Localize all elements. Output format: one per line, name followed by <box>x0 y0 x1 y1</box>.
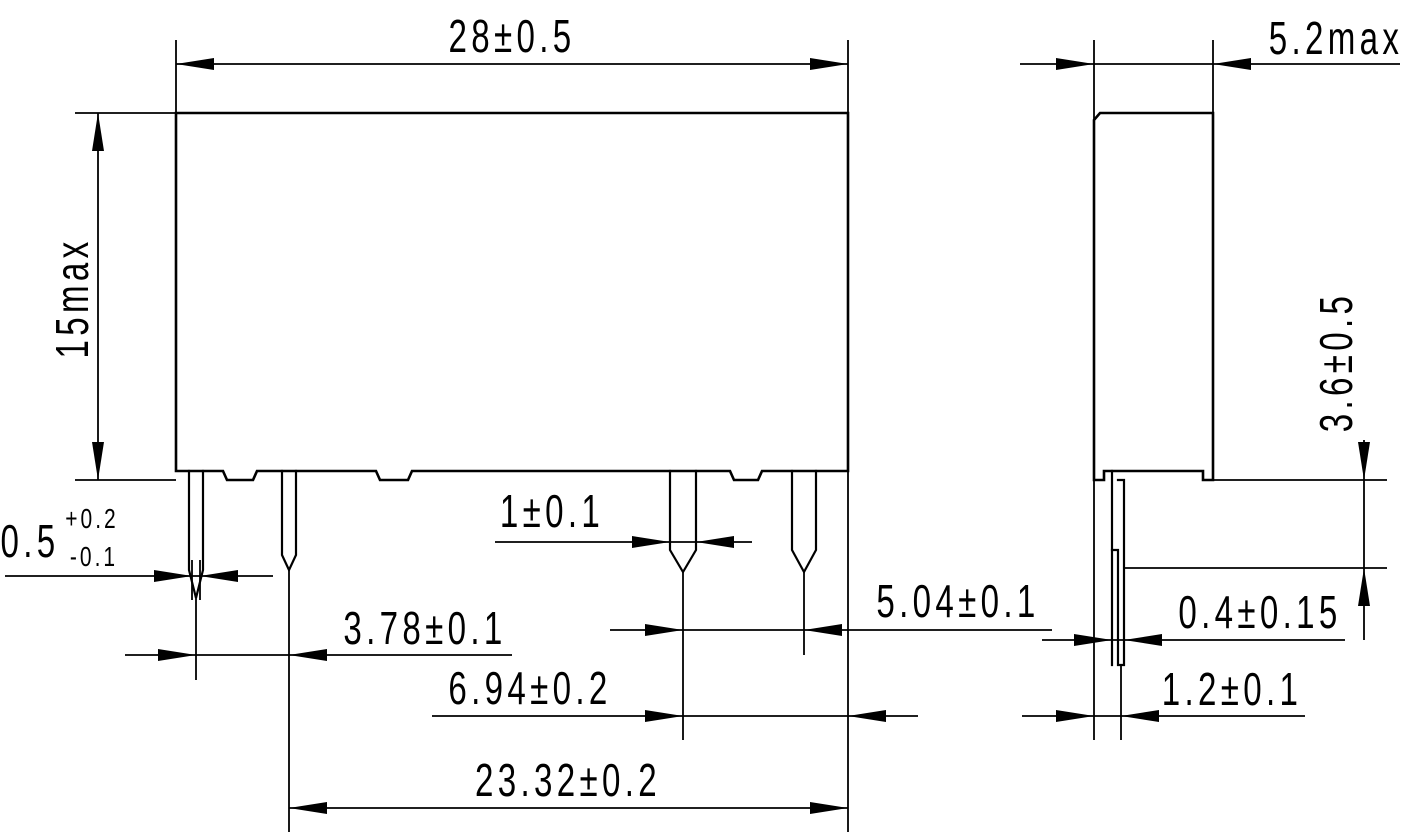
side-extension-lines <box>1093 40 1387 740</box>
dim-pitch-b: 6.94±0.2 <box>432 664 918 722</box>
dim-height: 15max <box>48 113 104 480</box>
pitch-total-label: 23.32±0.2 <box>475 756 661 806</box>
depth-label: 5.2max <box>1269 14 1404 64</box>
pitch-b-label: 6.94±0.2 <box>448 664 611 714</box>
dim-pin-width: 1±0.1 <box>495 487 752 548</box>
pin-thickness-tol-lower: -0.1 <box>70 542 118 573</box>
side-body-outline <box>1092 111 1215 482</box>
pin-length-label: 3.6±0.5 <box>1312 292 1362 433</box>
dim-pitch-a: 3.78±0.1 <box>125 604 512 661</box>
dim-width: 28±0.5 <box>176 12 848 70</box>
side-pin <box>1110 469 1126 667</box>
pin-2 <box>280 469 298 573</box>
dim-pin-length: 3.6±0.5 <box>1312 292 1370 640</box>
dim-pitch-c: 5.04±0.1 <box>610 577 1052 636</box>
pitch-a-label: 3.78±0.1 <box>343 604 506 654</box>
width-label: 28±0.5 <box>449 12 576 62</box>
pin-4 <box>790 469 818 575</box>
side-view: 5.2max 3.6±0.5 0.4±0.15 1.2±0.1 <box>1020 14 1404 740</box>
pin-width-label: 1±0.1 <box>500 487 604 537</box>
pin-thick-label: 0.4±0.15 <box>1178 588 1341 638</box>
pitch-c-label: 5.04±0.1 <box>876 577 1039 627</box>
height-label: 15max <box>48 237 98 358</box>
dim-pin-thickness: 0.5 +0.2 -0.1 <box>0 504 273 582</box>
dim-pin-offset: 1.2±0.1 <box>1022 665 1305 722</box>
pin-thickness-label: 0.5 <box>0 517 59 567</box>
dim-pin-thick: 0.4±0.15 <box>1042 588 1345 646</box>
relay-body-outline <box>174 111 850 482</box>
pin-thickness-tol-upper: +0.2 <box>65 504 118 535</box>
pin-3 <box>668 469 698 575</box>
pin-offset-label: 1.2±0.1 <box>1162 665 1303 715</box>
dim-pitch-total: 23.32±0.2 <box>289 756 848 814</box>
dim-depth: 5.2max <box>1020 14 1404 70</box>
extension-lines <box>75 40 849 832</box>
front-view: 28±0.5 15max 0.5 +0.2 -0.1 1±0.1 <box>0 12 1052 832</box>
